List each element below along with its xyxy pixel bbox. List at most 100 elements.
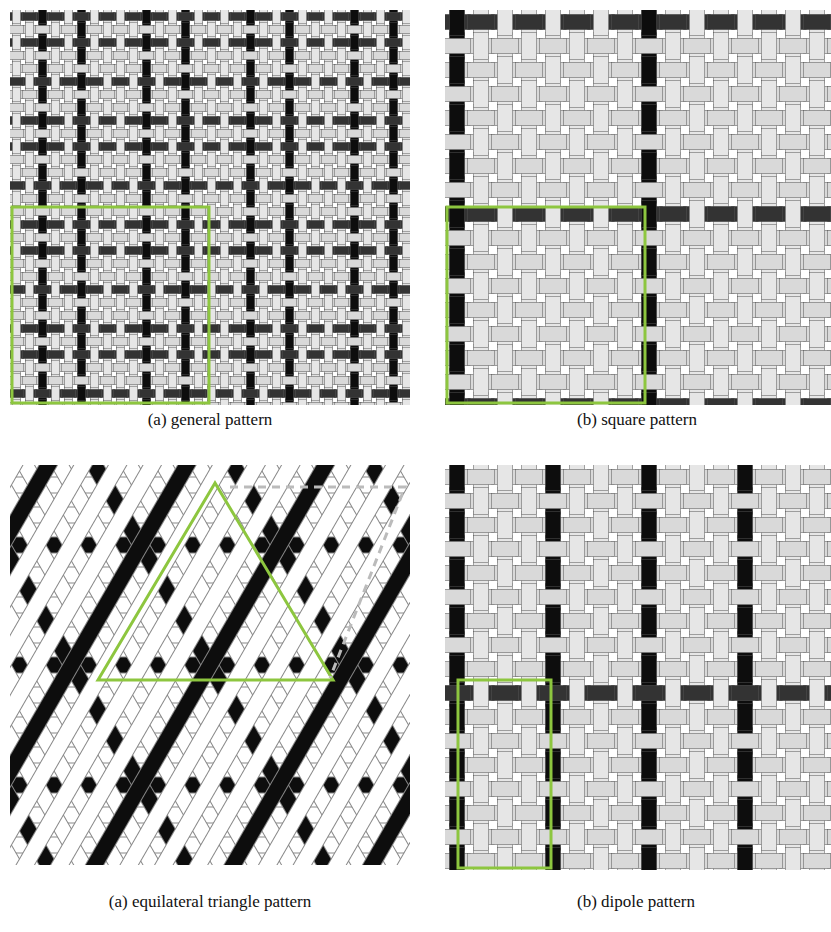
weave-thread xyxy=(347,285,362,293)
weave-thread xyxy=(152,142,167,150)
weave-thread xyxy=(48,168,63,176)
weave-thread xyxy=(347,129,362,137)
weave-thread xyxy=(113,207,128,215)
weave-thread xyxy=(116,347,124,362)
weave-thread xyxy=(181,282,189,297)
weave-thread xyxy=(386,350,401,358)
weave-thread xyxy=(90,191,98,206)
weave-thread xyxy=(129,334,137,349)
weave-thread xyxy=(152,64,167,72)
weave-thread xyxy=(337,204,345,219)
weave-thread xyxy=(191,311,206,319)
weave-thread xyxy=(139,259,154,267)
weave-thread xyxy=(256,220,271,228)
weave-thread xyxy=(350,87,358,102)
weave-thread xyxy=(51,308,59,323)
weave-thread xyxy=(311,230,319,245)
weave-thread xyxy=(282,168,297,176)
weave-thread xyxy=(142,373,150,388)
weave-thread xyxy=(363,256,371,271)
weave-thread xyxy=(10,77,24,85)
weave-thread xyxy=(51,360,59,375)
weave-thread xyxy=(230,12,245,20)
weave-thread xyxy=(191,155,206,163)
weave-thread xyxy=(129,126,137,141)
weave-thread xyxy=(295,51,310,59)
weave-thread xyxy=(178,142,193,150)
weave-thread xyxy=(64,295,72,310)
weave-thread xyxy=(298,35,306,50)
weave-thread xyxy=(246,61,254,76)
weave-ground xyxy=(445,10,831,405)
weave-thread xyxy=(269,207,284,215)
weave-thread xyxy=(113,233,128,241)
weave-thread xyxy=(311,126,319,141)
weave-thread xyxy=(337,178,345,193)
weave-thread xyxy=(285,230,293,245)
weave-thread xyxy=(103,178,111,193)
weave-thread xyxy=(311,256,319,271)
weave-thread xyxy=(74,246,89,254)
weave-thread xyxy=(181,152,189,167)
weave-thread xyxy=(204,298,219,306)
weave-thread xyxy=(376,321,384,336)
weave-thread xyxy=(142,191,150,206)
weave-thread xyxy=(360,376,375,384)
weave-thread xyxy=(243,25,258,33)
weave-thread xyxy=(129,282,137,297)
weave-thread xyxy=(87,155,102,163)
weave-thread xyxy=(337,100,345,115)
weave-thread xyxy=(399,181,410,189)
weave-thread xyxy=(334,324,349,332)
weave-thread xyxy=(126,220,141,228)
weave-thread xyxy=(168,10,176,24)
weave-thread xyxy=(282,272,297,280)
weave-thread xyxy=(259,256,267,271)
weave-thread xyxy=(285,282,293,297)
weave-thread xyxy=(61,77,76,85)
weave-thread xyxy=(100,376,115,384)
weave-thread xyxy=(35,77,50,85)
weave-thread xyxy=(230,142,245,150)
weave-thread xyxy=(139,311,154,319)
weave-thread xyxy=(259,100,267,115)
weave-thread xyxy=(259,22,267,37)
weave-thread xyxy=(103,282,111,297)
weave-thread xyxy=(165,103,180,111)
weave-thread xyxy=(51,282,59,297)
weave-thread xyxy=(246,217,254,232)
weave-thread xyxy=(100,246,115,254)
weave-thread xyxy=(194,217,202,232)
weave-thread xyxy=(35,233,50,241)
weave-thread xyxy=(113,25,128,33)
weave-thread xyxy=(308,142,323,150)
weave-thread xyxy=(246,191,254,206)
weave-thread xyxy=(181,74,189,89)
weave-thread xyxy=(295,363,310,371)
weave-thread xyxy=(38,321,46,336)
weave-thread xyxy=(360,272,375,280)
weave-thread xyxy=(165,181,180,189)
weave-thread xyxy=(256,116,271,124)
weave-thread xyxy=(194,321,202,336)
weave-thread xyxy=(308,38,323,46)
weave-thread xyxy=(272,373,280,388)
weave-thread xyxy=(386,324,401,332)
weave-thread xyxy=(22,246,37,254)
weave-thread xyxy=(61,285,76,293)
weave-thread xyxy=(282,116,297,124)
weave-thread xyxy=(48,90,63,98)
weave-thread xyxy=(51,126,59,141)
weave-thread xyxy=(100,142,115,150)
weave-thread xyxy=(116,165,124,180)
weave-thread xyxy=(311,204,319,219)
weave-thread xyxy=(178,220,193,228)
weave-thread xyxy=(246,399,254,405)
weave-thread xyxy=(165,25,180,33)
weave-thread xyxy=(12,10,20,24)
weave-thread xyxy=(256,142,271,150)
weave-thread xyxy=(269,233,284,241)
weave-thread xyxy=(38,295,46,310)
weave-thread xyxy=(165,51,180,59)
